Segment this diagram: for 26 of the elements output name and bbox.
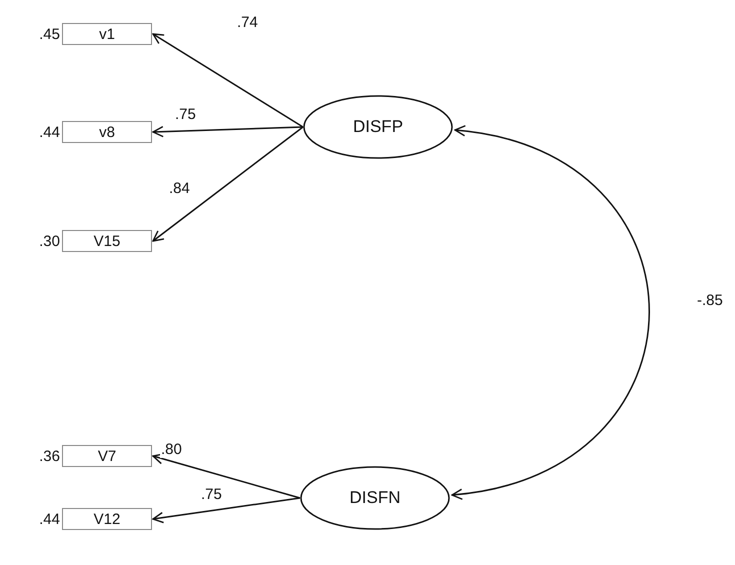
- variable-name: DISFN: [350, 488, 400, 508]
- correlation-arrow: [451, 126, 650, 499]
- error-variance-label: .36: [38, 448, 61, 465]
- path-arrow: [152, 453, 300, 499]
- path-arrow: [152, 497, 300, 524]
- error-variance-label: .44: [38, 511, 61, 528]
- error-variance-label: .44: [38, 124, 61, 141]
- observed-variable-box: [62, 121, 152, 143]
- edge-label: .80: [160, 441, 183, 458]
- variable-name: V12: [94, 510, 120, 528]
- observed-variable-box: [62, 445, 152, 467]
- variable-name: V7: [98, 448, 116, 464]
- latent-variable-ellipse: [303, 95, 453, 159]
- observed-variable-box: [62, 230, 152, 252]
- error-variance-label: .45: [38, 26, 61, 43]
- latent-variable-ellipse: [300, 466, 450, 530]
- path-arrow: [152, 126, 304, 242]
- variable-name: v8: [99, 124, 115, 140]
- variable-name: V15: [94, 232, 120, 250]
- variable-name: v1: [99, 26, 115, 42]
- error-variance-label: .30: [38, 233, 61, 250]
- observed-variable-box: [62, 508, 152, 530]
- observed-variable-box: [62, 23, 152, 45]
- path-arrow: [152, 126, 304, 138]
- variable-name: DISFP: [352, 117, 404, 137]
- path-arrow: [152, 33, 304, 128]
